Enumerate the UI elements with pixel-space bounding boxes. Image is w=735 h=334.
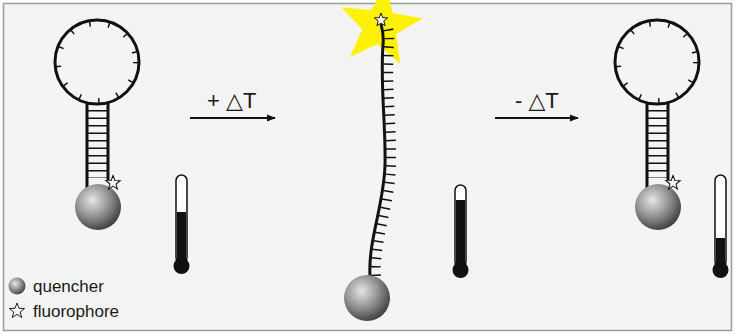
- fluorophore-star: [106, 176, 120, 190]
- stem-strand: [86, 102, 89, 190]
- stem-strand: [646, 102, 649, 190]
- quencher-sphere: [75, 184, 121, 230]
- fluorophore-star: [374, 13, 387, 26]
- stem-strand: [107, 102, 110, 180]
- fluorescence-burst: [335, 0, 427, 66]
- frame: [4, 4, 732, 331]
- open-strand: [370, 24, 385, 276]
- legend-fluorophore-symbol: [9, 303, 24, 317]
- stem-pairs: [647, 110, 668, 178]
- loop-ticks: [618, 23, 696, 101]
- legend-text: quencher: [33, 277, 104, 297]
- quencher-sphere: [635, 184, 681, 230]
- legend-quencher-symbol: [9, 278, 26, 295]
- thermometer: [174, 175, 190, 274]
- thermometer: [713, 175, 729, 278]
- thermometer: [453, 185, 469, 278]
- loop-strand: [55, 20, 139, 104]
- hairpin-beacon: [55, 20, 139, 230]
- legend-text: fluorophore: [33, 302, 119, 322]
- temperature-change-label: - △T: [515, 88, 559, 113]
- open-beacon: [335, 0, 427, 321]
- quencher-sphere: [344, 275, 390, 321]
- cool-arrow: [495, 117, 578, 119]
- hairpin-beacon: [615, 20, 699, 230]
- stem-strand: [667, 102, 670, 180]
- stem-pairs: [87, 110, 108, 178]
- fluorophore-star: [666, 176, 680, 190]
- heat-arrow: [190, 117, 275, 119]
- loop-ticks: [58, 23, 136, 101]
- loop-strand: [615, 20, 699, 104]
- temperature-change-label: + △T: [207, 88, 256, 113]
